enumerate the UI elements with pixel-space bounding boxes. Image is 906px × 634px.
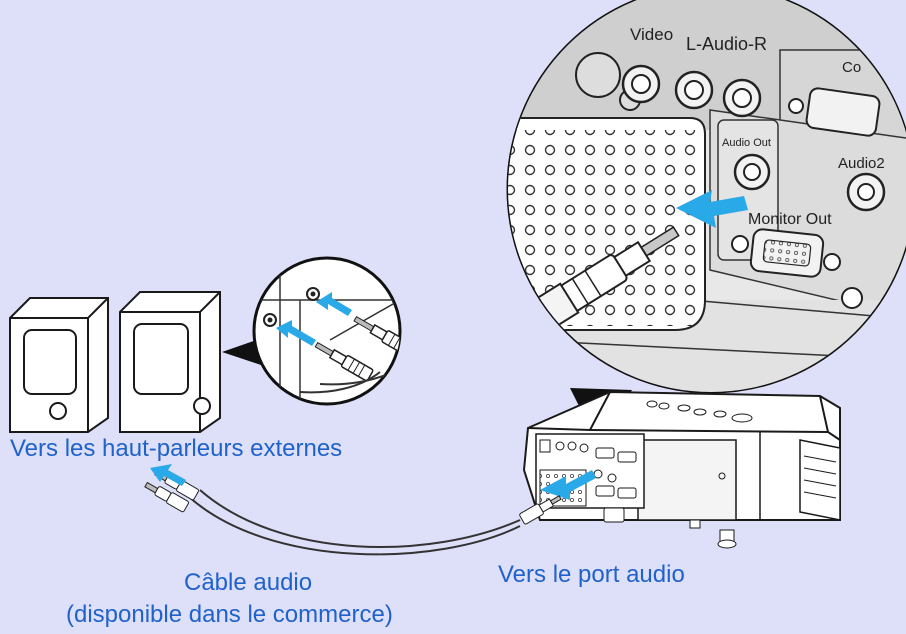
speaker-jack-zoom [252,256,402,406]
panel-label-audio2: Audio2 [838,155,885,172]
arrow-icon [540,470,596,500]
callout-pointer-small [222,338,264,366]
arrow-icon [316,292,352,316]
arrow-icon [150,464,186,486]
speakers-label: Vers les haut-parleurs externes [10,435,343,462]
panel-label-monitor-out: Monitor Out [748,211,832,228]
cable-label-line2: (disponible dans le commerce) [66,601,393,628]
panel-label-audio-out: Audio Out [722,137,771,149]
projector-panel-zoom: Video L-Audio-R Co Audio Out Audio2 Moni… [506,0,906,394]
audio-cable-icon [144,464,562,556]
projector-icon [522,390,841,549]
panel-label-computer: Co [842,59,861,76]
panel-label-l-audio-r: L-Audio-R [686,34,767,54]
speaker-left-icon [9,297,109,433]
arrow-icon [676,190,748,228]
port-label: Vers le port audio [498,561,685,588]
arrow-icon [276,320,316,346]
speaker-right-icon [119,291,221,433]
panel-label-video: Video [630,25,673,44]
cable-label-line1: Câble audio [184,569,313,596]
